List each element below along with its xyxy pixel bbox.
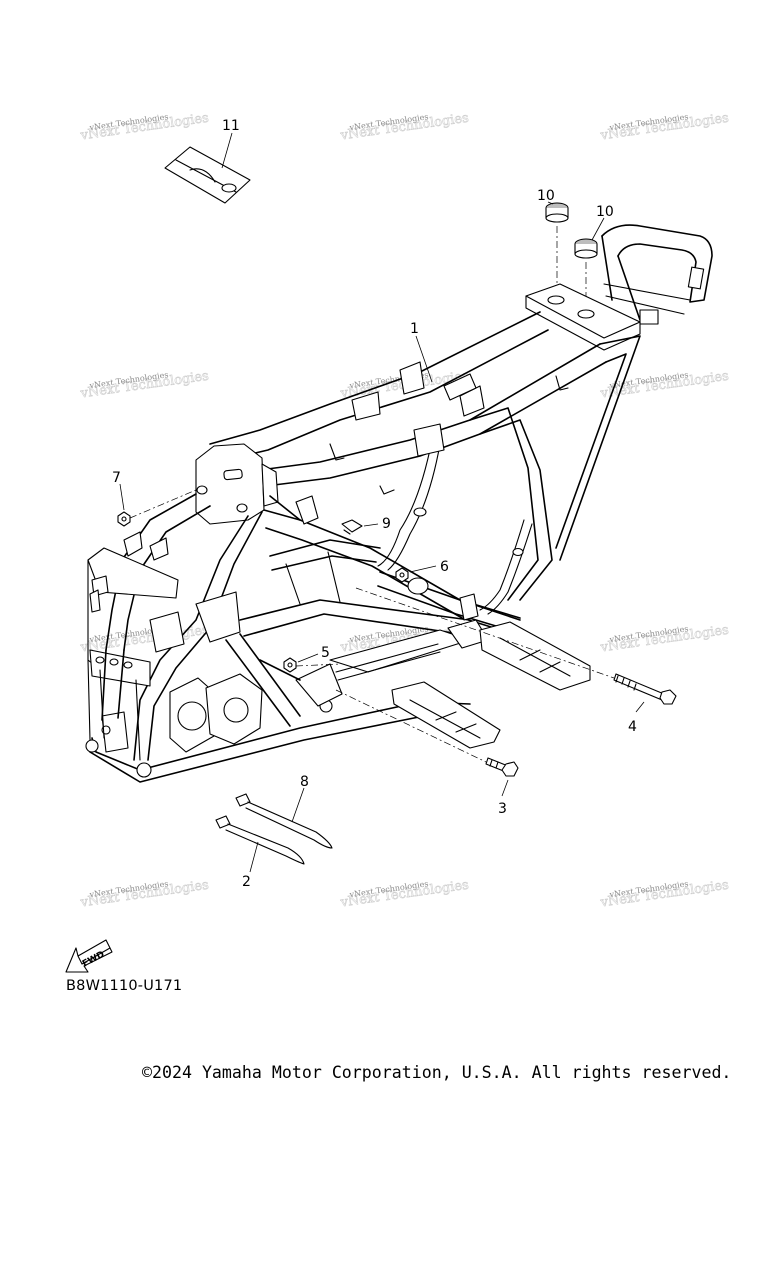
diagram-part-code: B8W1110-U171 xyxy=(66,978,183,994)
callout-4: 4 xyxy=(628,719,637,735)
part-4-bolt xyxy=(355,587,677,713)
watermarks: vNext Technologies vNext Technologies vN… xyxy=(78,110,730,911)
callout-11: 11 xyxy=(222,118,240,134)
callout-1: 1 xyxy=(410,321,419,337)
callout-10a: 10 xyxy=(537,188,555,204)
callout-3: 3 xyxy=(498,801,507,817)
part-6-nut xyxy=(395,565,437,583)
part-11-pouch xyxy=(164,132,251,204)
copyright-notice: ©2024 Yamaha Motor Corporation, U.S.A. A… xyxy=(142,1063,732,1082)
callout-5: 5 xyxy=(321,645,330,661)
callout-7: 7 xyxy=(112,470,121,486)
part-7-nut xyxy=(117,483,197,527)
part-2-cable-tie xyxy=(215,815,305,873)
part-9-clip xyxy=(295,495,379,535)
callout-10b: 10 xyxy=(596,204,614,220)
callout-6: 6 xyxy=(440,559,449,575)
part-3-bolt xyxy=(335,689,519,797)
callouts: 1 2 3 4 5 6 7 8 9 10 10 11 xyxy=(112,118,637,890)
callout-8: 8 xyxy=(300,774,309,790)
part-1-frame xyxy=(85,224,713,783)
callout-2: 2 xyxy=(242,874,251,890)
fwd-arrow-icon: FWD xyxy=(65,939,113,973)
part-5-nut xyxy=(283,653,341,673)
callout-9: 9 xyxy=(382,516,391,532)
part-8-cable-tie xyxy=(235,787,333,849)
